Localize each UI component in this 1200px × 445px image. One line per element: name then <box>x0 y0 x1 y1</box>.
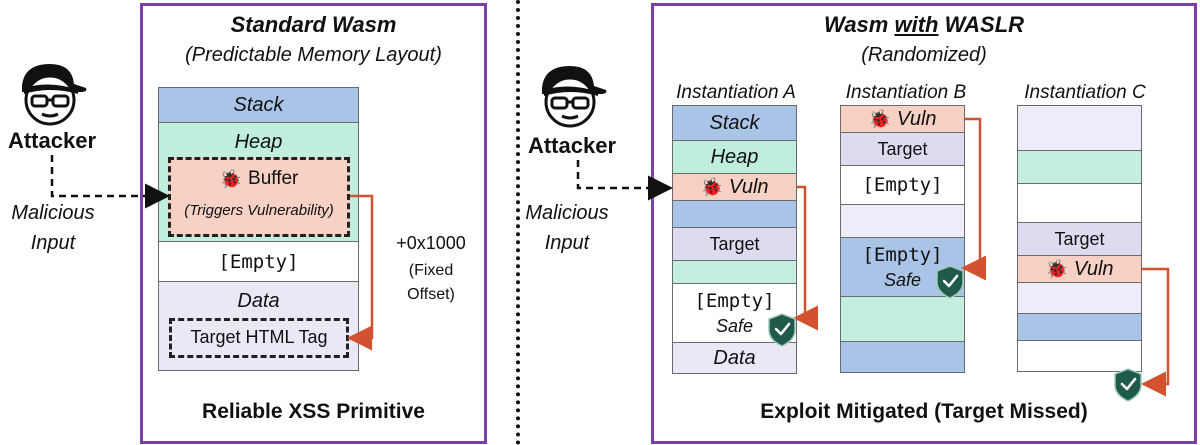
data-label: Data <box>237 290 280 312</box>
c-block-empty-2 <box>1017 340 1142 372</box>
a-safe-label: Safe <box>715 315 754 336</box>
c-block-light-2 <box>1017 282 1142 314</box>
c-block-empty <box>1017 183 1142 223</box>
a-vuln-label: Vuln <box>728 175 769 198</box>
bug-icon: 🐞 <box>700 176 723 197</box>
attacker-icon <box>22 64 87 126</box>
shield-check-icon <box>767 312 797 348</box>
c-vuln: 🐞Vuln <box>1017 255 1142 283</box>
title-pre: Wasm <box>823 12 895 37</box>
bug-icon: 🐞 <box>219 168 243 189</box>
target-label: Target HTML Tag <box>190 327 328 347</box>
wasm-waslr-title: Wasm with WASLR <box>651 12 1197 38</box>
shield-check-icon <box>1113 367 1143 403</box>
b-block-green <box>840 296 965 342</box>
c-block-blue <box>1017 313 1142 341</box>
b-empty-1: [Empty] <box>840 165 965 205</box>
buffer-box <box>168 157 350 237</box>
stack-segment: Stack <box>158 87 359 123</box>
attacker-icon <box>542 66 607 128</box>
title-post: WASLR <box>938 12 1025 37</box>
divider <box>516 0 520 445</box>
title-with: with <box>894 12 939 37</box>
instantiation-a-title: Instantiation A <box>676 82 796 103</box>
bug-icon: 🐞 <box>868 108 891 129</box>
buffer-line: 🐞 Buffer <box>168 168 350 190</box>
b-empty-2: [Empty] Safe <box>840 237 965 297</box>
standard-wasm-subtitle: (Predictable Memory Layout) <box>185 44 442 66</box>
malicious-input-label-2: Input <box>30 232 76 254</box>
left-footer: Reliable XSS Primitive <box>202 400 425 423</box>
wasm-waslr-subtitle: (Randomized) <box>861 44 987 66</box>
b-vuln-label: Vuln <box>896 107 937 130</box>
a-data: Data <box>672 342 797 374</box>
offset-note-1: (Fixed <box>408 262 454 279</box>
right-footer: Exploit Mitigated (Target Missed) <box>760 400 1088 423</box>
b-target: Target <box>840 132 965 166</box>
shield-check-icon <box>935 264 965 300</box>
malicious-input-label-1: Malicious <box>525 202 609 224</box>
heap-label: Heap <box>234 131 283 153</box>
attacker-label: Attacker <box>527 133 617 158</box>
b-block-light <box>840 204 965 238</box>
offset-value: +0x1000 <box>396 233 466 253</box>
b-empty-2-label: [Empty] <box>862 243 943 266</box>
a-vuln: 🐞Vuln <box>672 173 797 201</box>
standard-wasm-title: Standard Wasm <box>230 12 397 37</box>
bug-icon: 🐞 <box>1045 258 1068 279</box>
buffer-note: (Triggers Vulnerability) <box>184 202 334 219</box>
target-box <box>169 318 349 358</box>
b-block-blue <box>840 341 965 373</box>
instantiation-b-title: Instantiation B <box>845 82 967 103</box>
attacker-label: Attacker <box>7 128 97 153</box>
a-target: Target <box>672 227 797 261</box>
a-heap: Heap <box>672 140 797 174</box>
malicious-input-label-2: Input <box>544 232 590 254</box>
buffer-label: Buffer <box>248 168 299 189</box>
b-safe-label: Safe <box>883 269 922 290</box>
instantiation-c-title: Instantiation C <box>1024 82 1146 103</box>
c-block-light-1 <box>1017 105 1142 151</box>
malicious-input-label-1: Malicious <box>11 202 95 224</box>
a-empty-label: [Empty] <box>694 289 775 312</box>
c-vuln-label: Vuln <box>1073 257 1114 280</box>
offset-note-2: Offset) <box>407 286 455 303</box>
